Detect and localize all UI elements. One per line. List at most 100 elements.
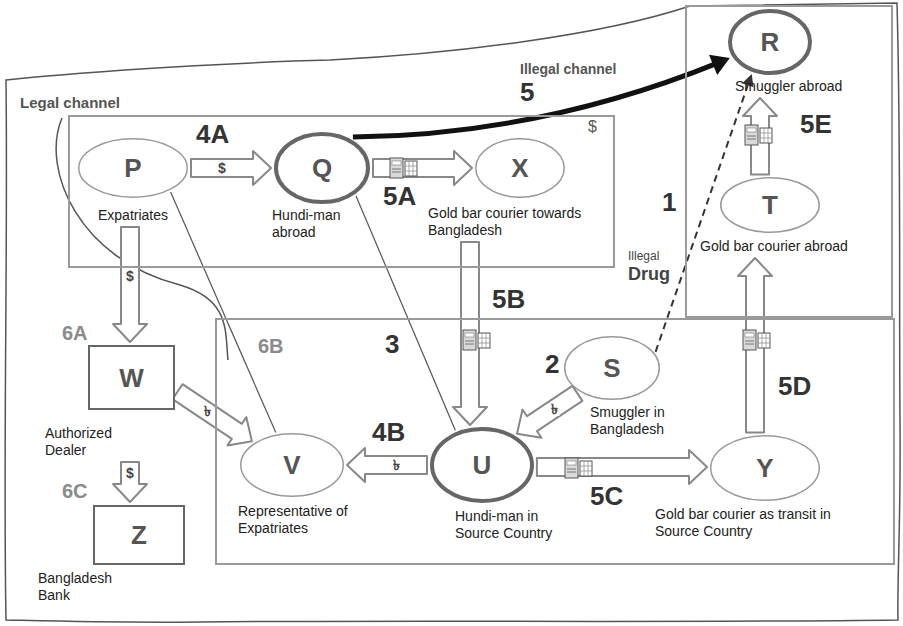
node-letter: Z — [131, 522, 147, 548]
callout-number: 1 — [662, 188, 676, 217]
flow-note: Illegal — [628, 250, 659, 263]
ellipse-shape — [476, 139, 565, 198]
node-letter: V — [283, 452, 300, 478]
actor-node: PExpatriates — [78, 138, 188, 198]
callout-number: 5 — [520, 78, 534, 107]
flow-connector — [191, 151, 271, 185]
node-caption: Authorized Dealer — [45, 425, 135, 459]
callout-number: 5D — [778, 372, 811, 401]
flow-label: $ — [125, 269, 135, 283]
actor-ellipse: T — [720, 177, 820, 233]
block-arrow — [113, 227, 147, 342]
node-caption: Smuggler abroad — [735, 78, 885, 95]
node-caption: Smuggler in Bangladesh — [590, 404, 690, 438]
flow-connector — [113, 462, 147, 502]
flow-label: ৳ — [203, 404, 212, 418]
banknote-icon — [565, 458, 592, 478]
node-caption: Hundi-man abroad — [272, 207, 352, 241]
flow-connector — [373, 151, 472, 185]
banknote-icon — [463, 330, 490, 350]
flow-connector — [171, 192, 276, 433]
actor-ellipse: R — [728, 9, 812, 75]
flow-curve — [353, 63, 719, 138]
block-arrow — [537, 450, 707, 484]
ellipse-shape — [721, 178, 820, 233]
callout-number: 4B — [372, 418, 405, 447]
actor-ellipse: X — [475, 138, 565, 198]
node-caption: Hundi-man in Source Country — [455, 508, 565, 542]
block-arrow — [743, 98, 777, 175]
link-line — [171, 192, 276, 433]
flow-connector — [517, 386, 582, 438]
block-arrow — [347, 448, 427, 482]
node-letter: Q — [312, 155, 332, 181]
channel-box: RSmuggler abroadTGold bar courier abroad — [685, 5, 893, 318]
callout-number: 5B — [492, 285, 525, 314]
callout-number: 6B — [258, 335, 284, 357]
flow-label: ৳ — [392, 458, 401, 472]
ellipse-shape — [276, 134, 368, 202]
node-caption: Gold bar courier abroad — [700, 238, 890, 255]
actor-node: XGold bar courier towards Bangladesh — [475, 138, 565, 198]
flow-connector — [743, 98, 777, 175]
block-arrow — [517, 386, 582, 438]
callout-number: 2 — [545, 350, 559, 379]
banknote-icon — [745, 125, 772, 145]
actor-ellipse: Y — [710, 435, 820, 501]
actor-ellipse: U — [430, 427, 534, 503]
flow-label: $ — [217, 161, 227, 175]
institution-rect: W — [88, 345, 175, 410]
flow-note: Drug — [628, 265, 670, 285]
flow-connector — [113, 227, 147, 342]
ellipse-shape — [730, 11, 810, 73]
node-caption: Bangladesh Bank — [38, 570, 122, 604]
callout-number: 5A — [383, 182, 416, 211]
institution-rect: Z — [93, 505, 185, 565]
flow-label: $ — [125, 466, 135, 480]
node-letter: P — [124, 155, 141, 181]
node-caption: Gold bar courier towards Bangladesh — [428, 205, 613, 239]
actor-node: VRepresentative of Expatriates — [240, 433, 344, 497]
node-caption: Gold bar courier as transit in Source Co… — [655, 506, 855, 540]
ellipse-shape — [565, 337, 660, 400]
actor-ellipse: P — [78, 138, 188, 198]
ellipse-shape — [79, 139, 188, 198]
banknote-icon — [390, 158, 417, 178]
institution-box: WAuthorized Dealer — [88, 345, 175, 410]
flow-connector — [353, 55, 730, 137]
callout-number: 3 — [385, 330, 399, 359]
channel-box: Legal channelPExpatriatesQHundi-man abro… — [68, 115, 615, 268]
flow-connector — [173, 384, 252, 445]
node-letter: W — [119, 365, 144, 391]
block-arrow — [738, 258, 772, 433]
flow-label: ৳ — [550, 402, 559, 416]
ellipse-shape — [241, 434, 344, 497]
block-arrow — [113, 462, 147, 502]
block-arrow — [191, 151, 271, 185]
hand-drawn-outline — [5, 3, 900, 622]
actor-node: RSmuggler abroad — [728, 9, 812, 75]
channel-label: Illegal channel — [520, 62, 616, 77]
channel-heading: Legal channel — [20, 95, 120, 112]
callout-number: 6C — [62, 480, 88, 502]
callout-number: 5C — [590, 482, 623, 511]
callout-number: 6A — [62, 322, 88, 344]
node-letter: U — [473, 452, 492, 478]
flow-connector — [738, 258, 772, 433]
actor-node: QHundi-man abroad — [274, 132, 370, 204]
node-letter: T — [762, 192, 778, 218]
institution-box: ZBangladesh Bank — [93, 505, 185, 565]
callout-number: 4A — [196, 120, 229, 149]
callout-number: 5E — [800, 110, 832, 139]
actor-ellipse: Q — [274, 132, 370, 204]
node-caption: Representative of Expatriates — [238, 503, 363, 537]
node-letter: Y — [756, 455, 773, 481]
node-letter: X — [511, 155, 528, 181]
currency-label: $ — [588, 118, 597, 136]
actor-node: YGold bar courier as transit in Source C… — [710, 435, 820, 501]
flow-connector — [347, 448, 427, 482]
ellipse-shape — [711, 436, 820, 501]
